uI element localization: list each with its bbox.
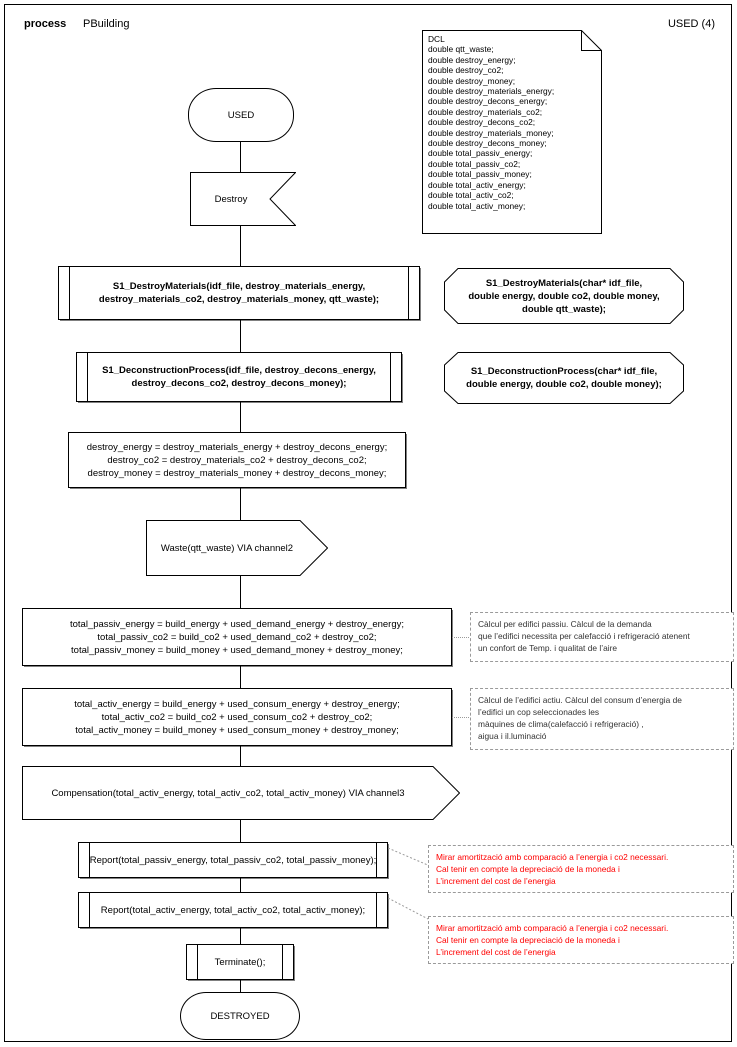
connector-start-to-destroy — [240, 142, 241, 172]
node-report-passiv-label: Report(total_passiv_energy, total_passiv… — [89, 854, 377, 866]
node-assign-destroy-totals: destroy_energy = destroy_materials_energ… — [68, 432, 406, 488]
declaration-note: DCL double qtt_waste; double destroy_ene… — [422, 30, 602, 234]
connector-call2-to-assign — [240, 402, 241, 432]
node-assign-total-activ: total_activ_energy = build_energy + used… — [22, 688, 452, 746]
node-start-state-label: USED — [227, 109, 255, 121]
note-shape-icon — [422, 30, 602, 234]
connector-destroy-to-call1 — [240, 226, 241, 266]
node-start-state: USED — [188, 88, 294, 142]
process-name: PBuilding — [83, 18, 130, 30]
node-assign-total-passiv: total_passiv_energy = build_energy + use… — [22, 608, 452, 666]
send-signal-shape-icon — [22, 766, 460, 820]
node-report-passiv: Report(total_passiv_energy, total_passiv… — [78, 842, 388, 878]
comment-activ: Càlcul de l’edifici actiu. Càlcul del co… — [470, 688, 734, 750]
comment-passiv-text: Càlcul per edifici passiu. Càlcul de la … — [478, 619, 690, 653]
connector-waste-to-passiv — [240, 576, 241, 608]
connector-activ-to-compensation — [240, 746, 241, 766]
node-call-destroy-materials: S1_DestroyMaterials(idf_file, destroy_ma… — [58, 266, 420, 320]
signature-destroy-materials: S1_DestroyMaterials(char* idf_file, doub… — [444, 268, 684, 324]
node-report-activ-label: Report(total_activ_energy, total_activ_c… — [100, 904, 366, 916]
comment-report-activ-text: Mirar amortització amb comparació a l’en… — [436, 923, 669, 957]
connector-call1-to-call2 — [240, 320, 241, 352]
node-call-destroy-materials-label: S1_DestroyMaterials(idf_file, destroy_ma… — [98, 281, 380, 305]
hexagon-shape-icon — [444, 352, 684, 404]
connector-report1-to-report2 — [240, 878, 241, 892]
node-terminate: Terminate(); — [186, 944, 294, 980]
node-receive-destroy: Destroy — [190, 172, 296, 226]
declaration-note-text: DCL double qtt_waste; double destroy_ene… — [428, 34, 555, 211]
process-keyword: process — [24, 18, 67, 30]
send-signal-shape-icon — [146, 520, 328, 576]
comment-report-passiv-text: Mirar amortització amb comparació a l’en… — [436, 852, 669, 886]
connector-passiv-to-comment — [452, 637, 471, 638]
hexagon-shape-icon — [444, 268, 684, 324]
node-assign-total-activ-label: total_activ_energy = build_energy + used… — [74, 698, 400, 736]
node-terminate-label: Terminate(); — [214, 956, 266, 968]
comment-activ-text: Càlcul de l’edifici actiu. Càlcul del co… — [478, 695, 682, 741]
connector-assign-to-waste — [240, 488, 241, 520]
node-call-deconstruction: S1_DeconstructionProcess(idf_file, destr… — [76, 352, 402, 402]
receive-signal-shape-icon — [190, 172, 296, 226]
connector-report1-to-comment — [388, 848, 430, 866]
signature-deconstruction-process: S1_DeconstructionProcess(char* idf_file,… — [444, 352, 684, 404]
connector-activ-to-comment — [452, 717, 471, 718]
node-send-waste: Waste(qtt_waste) VIA channel2 — [146, 520, 328, 576]
connector-report2-to-terminate — [240, 928, 241, 944]
comment-report-passiv: Mirar amortització amb comparació a l’en… — [428, 845, 734, 893]
node-call-deconstruction-label: S1_DeconstructionProcess(idf_file, destr… — [102, 365, 376, 389]
node-send-compensation: Compensation(total_activ_energy, total_a… — [22, 766, 460, 820]
node-assign-destroy-totals-label: destroy_energy = destroy_materials_energ… — [86, 441, 388, 479]
connector-report2-to-comment — [388, 898, 430, 920]
process-frame — [4, 4, 732, 1042]
connector-terminate-to-end — [240, 980, 241, 992]
node-report-activ: Report(total_activ_energy, total_activ_c… — [78, 892, 388, 928]
node-assign-total-passiv-label: total_passiv_energy = build_energy + use… — [69, 618, 405, 656]
connector-compensation-to-report1 — [240, 820, 241, 842]
comment-passiv: Càlcul per edifici passiu. Càlcul de la … — [470, 612, 734, 662]
process-state-label: USED (4) — [667, 18, 715, 30]
comment-report-activ: Mirar amortització amb comparació a l’en… — [428, 916, 734, 964]
node-end-state-label: DESTROYED — [210, 1010, 270, 1022]
node-end-state: DESTROYED — [180, 992, 300, 1040]
connector-passiv-to-activ — [240, 666, 241, 688]
